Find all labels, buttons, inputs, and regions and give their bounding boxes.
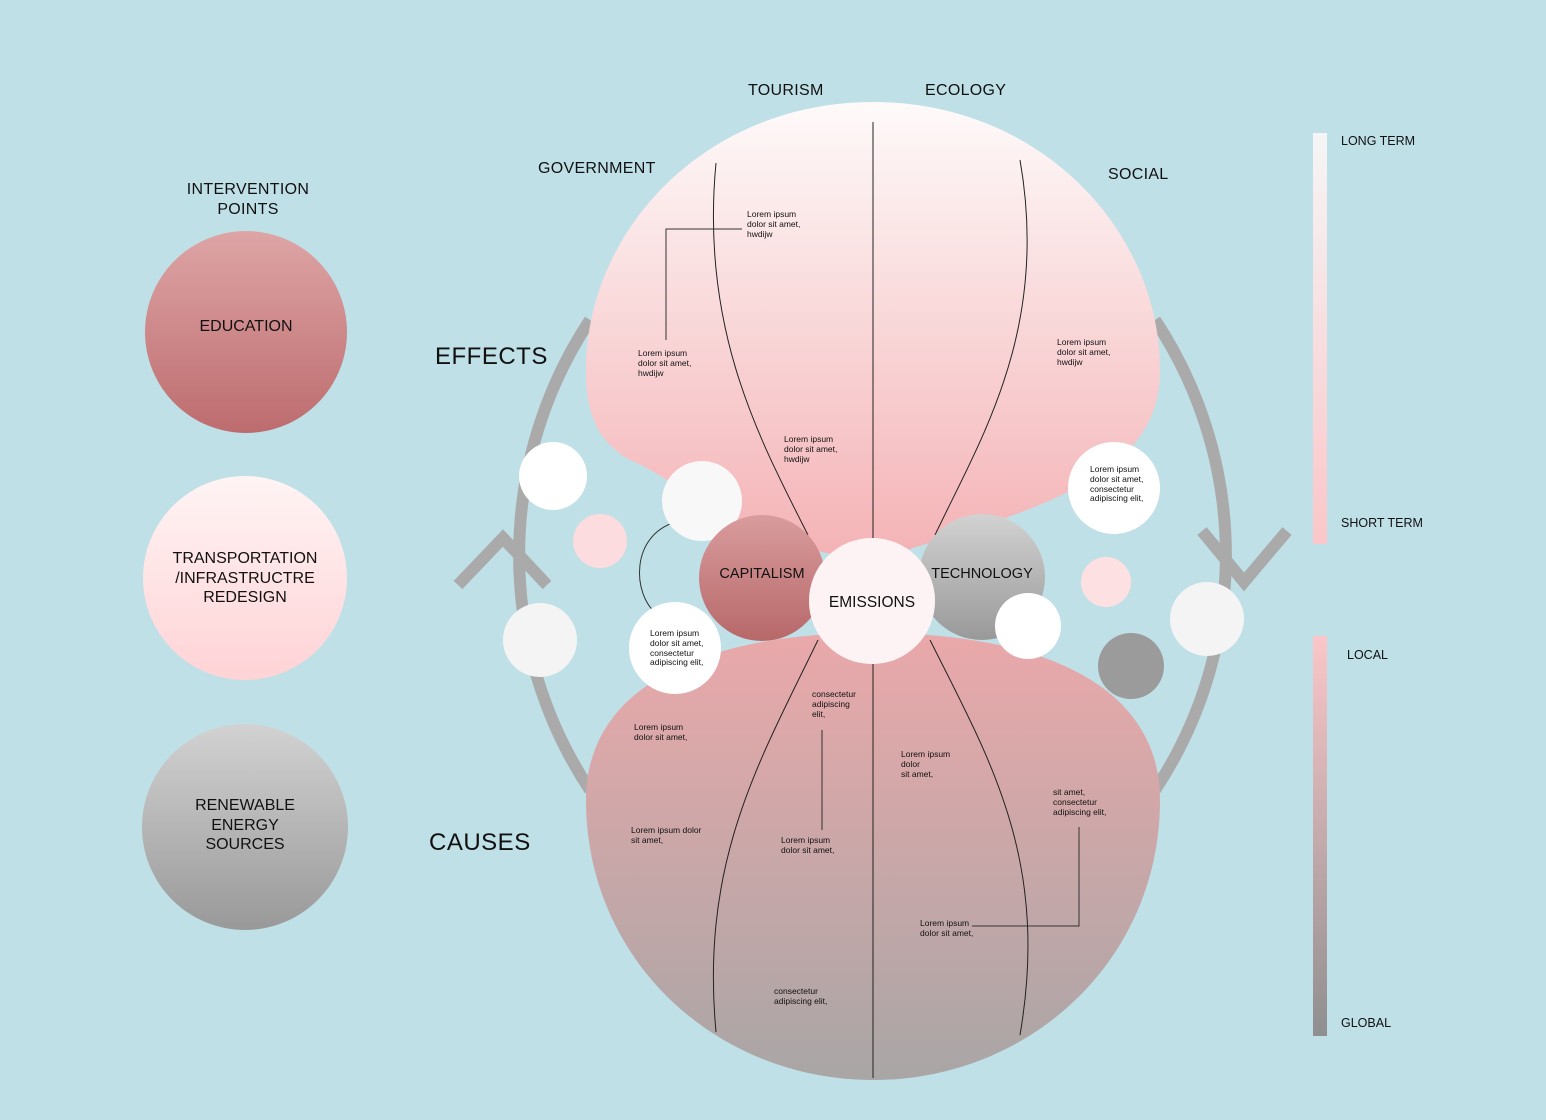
annotation-connectors: [639, 228, 1080, 927]
space-scale-top-label: LOCAL: [1347, 648, 1388, 662]
loop-left-arrow-icon: [453, 529, 552, 590]
connector-effects-top: [665, 228, 742, 340]
note-causes-3: Lorem ipsum dolor sit amet,: [901, 749, 951, 779]
note-bubble-right: Lorem ipsum dolor sit amet, consectetur …: [1090, 464, 1144, 504]
note-effects-right: Lorem ipsum dolor sit amet, hwdijw: [1057, 337, 1111, 367]
bubble-annotation-left: [629, 602, 721, 694]
capitalism-label: CAPITALISM: [719, 566, 805, 582]
government-divider-top: [712, 162, 809, 536]
category-tourism: TOURISM: [748, 82, 824, 99]
note-effects-left: Lorem ipsum dolor sit amet, hwdijw: [638, 348, 692, 378]
bubble-annotation-right: [1068, 442, 1160, 534]
bubble-white-1: [519, 442, 587, 510]
bubble-pink-1: [573, 514, 627, 568]
bubble-white-3: [662, 461, 742, 541]
bubble-white-2: [503, 603, 577, 677]
intervention-title: INTERVENTION POINTS: [186, 181, 310, 218]
category-ecology: ECOLOGY: [925, 82, 1007, 99]
note-causes-4: sit amet, consectetur adipiscing elit,: [1053, 787, 1107, 817]
note-causes-8: consectetur adipiscing elit,: [774, 986, 828, 1006]
connector-causes-right: [972, 827, 1080, 927]
social-divider-top: [934, 159, 1028, 536]
note-causes-1: Lorem ipsum dolor sit amet,: [634, 722, 688, 742]
bubble-white-tech: [995, 593, 1061, 659]
transportation-label: TRANSPORTATION /INFRASTRUCTRE REDESIGN: [172, 550, 318, 607]
note-effects-top: Lorem ipsum dolor sit amet, hwdijw: [747, 209, 801, 239]
category-social: SOCIAL: [1108, 166, 1169, 183]
feedback-loop: [453, 316, 1292, 794]
bubble-pink-2: [1081, 557, 1131, 607]
renewable-energy-label: RENEWABLE ENERGY SOURCES: [195, 797, 295, 854]
bubble-gray-1: [1098, 633, 1164, 699]
transportation-circle: [143, 476, 347, 680]
social-divider-bottom: [929, 639, 1029, 1036]
capitalism-node: [699, 515, 825, 641]
government-divider-bottom: [712, 639, 819, 1033]
note-causes-6: Lorem ipsum dolor sit amet,: [781, 835, 835, 855]
note-causes-5: Lorem ipsum dolor sit amet,: [631, 825, 702, 845]
time-scale-bar: [1313, 133, 1327, 544]
education-circle: [145, 231, 347, 433]
space-scale-bar: [1313, 636, 1327, 1036]
note-causes-7: Lorem ipsum dolor sit amet,: [920, 918, 974, 938]
emissions-label: EMISSIONS: [828, 594, 916, 611]
renewable-energy-circle: [142, 724, 348, 930]
effects-label: EFFECTS: [435, 343, 548, 370]
space-scale-bottom-label: GLOBAL: [1341, 1016, 1392, 1030]
time-scale-bottom-label: SHORT TERM: [1341, 516, 1423, 530]
emissions-node-tint: [809, 538, 935, 664]
technology-label: TECHNOLOGY: [931, 566, 1033, 582]
note-bubble-left: Lorem ipsum dolor sit amet, consectetur …: [650, 628, 704, 668]
note-causes-2: consectetur adipiscing elit,: [812, 689, 856, 719]
time-scale-top-label: LONG TERM: [1341, 134, 1416, 148]
bubble-white-4: [1170, 582, 1244, 656]
note-effects-mid: Lorem ipsum dolor sit amet, hwdijw: [784, 434, 838, 464]
floating-bubbles: [503, 442, 1244, 699]
education-label: EDUCATION: [199, 318, 293, 335]
connector-bubble-left: [639, 521, 677, 615]
causes-label: CAUSES: [429, 829, 531, 856]
loop-right-arrow-icon: [1197, 527, 1292, 592]
category-government: GOVERNMENT: [538, 160, 656, 177]
